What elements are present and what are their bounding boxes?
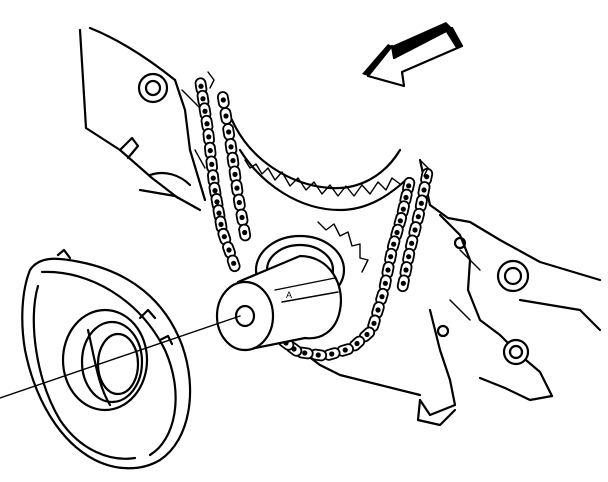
chain-pin	[418, 200, 424, 206]
chain-pin	[409, 240, 415, 246]
chain-pin	[207, 148, 213, 154]
crank-sprocket-teeth	[317, 221, 369, 273]
chain-pin	[242, 229, 248, 236]
camshaft-sprocket	[230, 118, 410, 212]
chain-pin	[375, 307, 381, 313]
chain-pin	[315, 352, 321, 358]
chain-pin	[216, 210, 222, 216]
chain-pin	[223, 113, 229, 119]
chain-pin	[382, 280, 388, 286]
chain-pin	[206, 134, 212, 140]
small-hole-1	[453, 236, 467, 250]
chain-pin	[226, 129, 232, 135]
chain-pin	[388, 254, 394, 260]
chain-pin	[209, 161, 215, 167]
chain-pin	[204, 121, 210, 127]
alignment-centerline	[0, 315, 241, 399]
chain-pin	[214, 199, 220, 205]
chain-pin	[210, 175, 216, 181]
chain-pin	[228, 144, 234, 150]
timing-chain-bottom-run	[277, 326, 376, 362]
detail-line-1	[207, 71, 215, 89]
chain-pin	[371, 320, 377, 326]
front-cover-seal	[21, 248, 192, 470]
bolt-boss-right	[496, 259, 530, 293]
engine-block	[78, 26, 602, 427]
chain-pin	[406, 183, 412, 189]
chain-pin	[400, 206, 406, 212]
bolt-boss-upper-left	[137, 72, 169, 104]
chain-pin	[403, 267, 409, 273]
chain-pin	[364, 331, 370, 338]
chain-pin	[232, 171, 238, 177]
chain-pin	[221, 234, 227, 240]
chain-pin	[198, 83, 204, 89]
chain-pin	[226, 247, 232, 253]
shaft-marking-text: A	[286, 290, 292, 300]
chain-pin	[385, 267, 391, 273]
crankshaft-bore	[234, 304, 256, 328]
chain-pin	[412, 227, 418, 233]
chain-pin	[218, 221, 224, 227]
timing-chain-right-run	[367, 167, 434, 333]
chain-pin	[379, 294, 385, 300]
chain-pin	[239, 214, 245, 221]
chain-pin	[354, 340, 360, 347]
chain-pin	[302, 350, 308, 356]
direction-arrow-icon	[362, 22, 464, 88]
chain-pin	[236, 199, 242, 206]
crankshaft-nose: A	[215, 234, 346, 352]
chain-pin	[406, 254, 412, 260]
chain-pin	[421, 187, 427, 193]
chain-pin	[394, 229, 400, 236]
chain-pin	[342, 347, 348, 353]
chain-pin	[397, 218, 403, 224]
chain-pin	[212, 188, 218, 194]
chain-pin	[415, 214, 421, 220]
chain-pin	[230, 158, 236, 164]
chain-pin	[403, 194, 409, 201]
chain-pin	[400, 280, 406, 286]
bolt-boss-lower-right	[502, 338, 530, 366]
chain-pin	[231, 260, 237, 266]
chain-pin	[200, 96, 206, 102]
chain-pin	[202, 108, 208, 114]
chain-pin	[220, 97, 226, 103]
small-hole-2	[436, 324, 450, 338]
chain-pin	[391, 241, 397, 247]
chain-pin	[424, 174, 430, 180]
detail-line-2	[419, 159, 429, 177]
chain-pin	[329, 351, 335, 357]
chain-pin	[234, 185, 240, 191]
timing-chain-left-run	[194, 77, 252, 273]
